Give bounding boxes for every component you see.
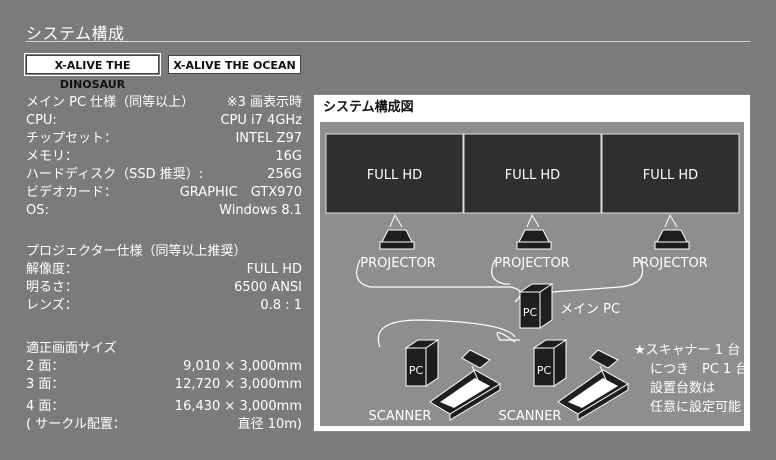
- title-divider: [26, 41, 750, 42]
- spec-label: ( サークル配置：: [26, 417, 126, 432]
- diagram-body: FULL HD FULL HD FULL HD: [320, 122, 744, 426]
- spec-value: 0.8 : 1: [260, 298, 302, 313]
- pc-spec-section: メイン PC 仕様（同等以上） ※3 画表示時 CPU:CPU i7 4GHz …: [26, 94, 302, 220]
- spec-label: ビデオカード：: [26, 185, 118, 200]
- projector-label: PROJECTOR: [360, 256, 435, 271]
- projector-icon: [516, 229, 552, 250]
- scanner-label: SCANNER: [499, 409, 562, 424]
- projector-label: PROJECTOR: [494, 256, 569, 271]
- pc-label: PC: [537, 364, 552, 377]
- spec-label: 3 面：: [26, 377, 65, 392]
- diagram-note-line: につき PC 1 台: [650, 362, 744, 377]
- spec-label: レンズ：: [26, 298, 78, 313]
- projector-icon: [654, 229, 690, 250]
- scanner-icon: [429, 349, 501, 421]
- projector-label: PROJECTOR: [632, 256, 707, 271]
- system-diagram-panel: システム構成図 FULL HD FULL HD FULL HD: [313, 94, 751, 432]
- pc-label: PC: [523, 306, 538, 319]
- spec-value: CPU i7 4GHz: [220, 113, 302, 128]
- spec-value: 9,010 × 3,000mm: [183, 359, 302, 374]
- projector-icon: [379, 229, 415, 250]
- tab-x-alive-the-dinosaur[interactable]: X-ALIVE THE DINOSAUR: [24, 53, 161, 91]
- screen-1: FULL HD: [325, 133, 464, 214]
- projector-spec-section: プロジェクター仕様（同等以上推奨） 解像度： FULL HD 明るさ： 6500 A…: [26, 243, 302, 315]
- diagram-note-line: 任意に設定可能: [650, 399, 741, 415]
- spec-label: CPU:: [26, 113, 57, 128]
- pc-label: PC: [409, 364, 424, 377]
- spec-value: GRAPHIC GTX970: [179, 185, 302, 200]
- diagram-note-line: ★スキャナー 1 台: [634, 343, 740, 358]
- spec-value: 16,430 × 3,000mm: [174, 399, 302, 414]
- spec-value: 256G: [267, 167, 302, 182]
- spec-label: 4 面：: [26, 399, 65, 414]
- spec-label: メモリ：: [26, 149, 79, 164]
- screen-label: FULL HD: [643, 168, 698, 183]
- tab-x-alive-the-ocean[interactable]: X-ALIVE THE OCEAN: [168, 55, 301, 74]
- spec-value: 直径 10m): [237, 417, 302, 432]
- spec-value: FULL HD: [246, 262, 302, 277]
- main-pc-icon: PC: [518, 283, 554, 329]
- pc-icon: PC: [532, 339, 568, 387]
- screen-size-heading: 適正画面サイズ: [26, 341, 117, 356]
- main-pc-label: メイン PC: [560, 302, 620, 317]
- pc-icon: PC: [404, 339, 440, 387]
- page-title: システム構成: [26, 24, 125, 43]
- spec-label: 2 面：: [26, 359, 65, 374]
- projector-spec-heading: プロジェクター仕様（同等以上推奨）: [26, 244, 247, 259]
- spec-value: 6500 ANSI: [234, 280, 302, 295]
- screen-size-section: 適正画面サイズ 2 面： 9,010 × 3,000mm 3 面： 12,720 ×…: [26, 340, 302, 434]
- spec-label: 解像度：: [26, 262, 79, 277]
- pc-spec-heading: メイン PC 仕様（同等以上）: [26, 95, 195, 110]
- pc-spec-note: ※3 画表示時: [226, 95, 302, 110]
- scanner-label: SCANNER: [369, 409, 432, 424]
- diagram-title: システム構成図: [314, 95, 750, 120]
- screen-label: FULL HD: [505, 168, 560, 183]
- spec-label: チップセット：: [26, 131, 118, 146]
- spec-value: INTEL Z97: [235, 131, 302, 146]
- spec-value: Windows 8.1: [219, 203, 302, 218]
- screen-label: FULL HD: [367, 168, 422, 183]
- diagram-note-line: 設置台数は: [650, 380, 715, 396]
- scanner-icon: [557, 349, 629, 421]
- system-diagram: FULL HD FULL HD FULL HD: [325, 133, 744, 424]
- screen-2: FULL HD: [463, 133, 602, 214]
- spec-value: 12,720 × 3,000mm: [174, 377, 302, 392]
- spec-label: OS:: [26, 203, 49, 218]
- screen-3: FULL HD: [601, 133, 740, 214]
- spec-label: ハードディスク（SSD 推奨）:: [26, 167, 204, 182]
- spec-label: 明るさ：: [26, 280, 79, 295]
- spec-value: 16G: [275, 149, 302, 164]
